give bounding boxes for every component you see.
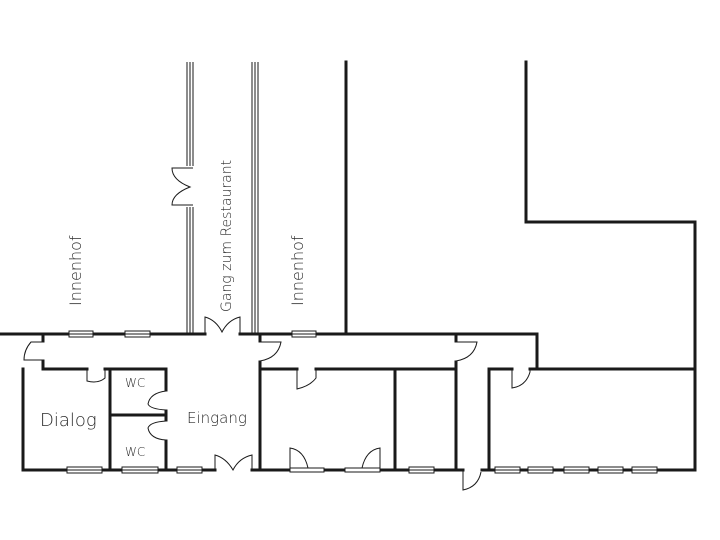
corridor-door-1 — [259, 341, 282, 362]
side-double-door — [171, 167, 193, 206]
left-door — [23, 341, 43, 361]
exit-door — [462, 470, 482, 491]
label-wc-top: WC — [125, 376, 145, 390]
wc-bottom-door — [147, 420, 167, 441]
doors — [23, 316, 531, 491]
label-entrance: Eingang — [187, 409, 247, 427]
label-wc-bottom: WC — [125, 445, 145, 459]
room4-door — [511, 369, 531, 389]
dialog-door — [86, 369, 106, 383]
room2-door — [296, 369, 317, 390]
label-corridor: Gang zum Restaurant — [219, 160, 235, 312]
room2-garden-door-1 — [289, 447, 309, 470]
corridor-door-2 — [455, 341, 478, 362]
wc-top-door — [147, 390, 167, 411]
label-dialog: Dialog — [40, 410, 97, 431]
room2-garden-door-2 — [361, 447, 381, 470]
label-courtyard-left: Innenhof — [66, 235, 85, 306]
main-top-double-door — [204, 316, 241, 334]
glass-corridor-walls — [171, 62, 259, 334]
entrance-double-door — [214, 454, 253, 472]
walls — [0, 60, 697, 472]
windows — [66, 330, 658, 474]
label-courtyard-right: Innenhof — [288, 235, 307, 306]
